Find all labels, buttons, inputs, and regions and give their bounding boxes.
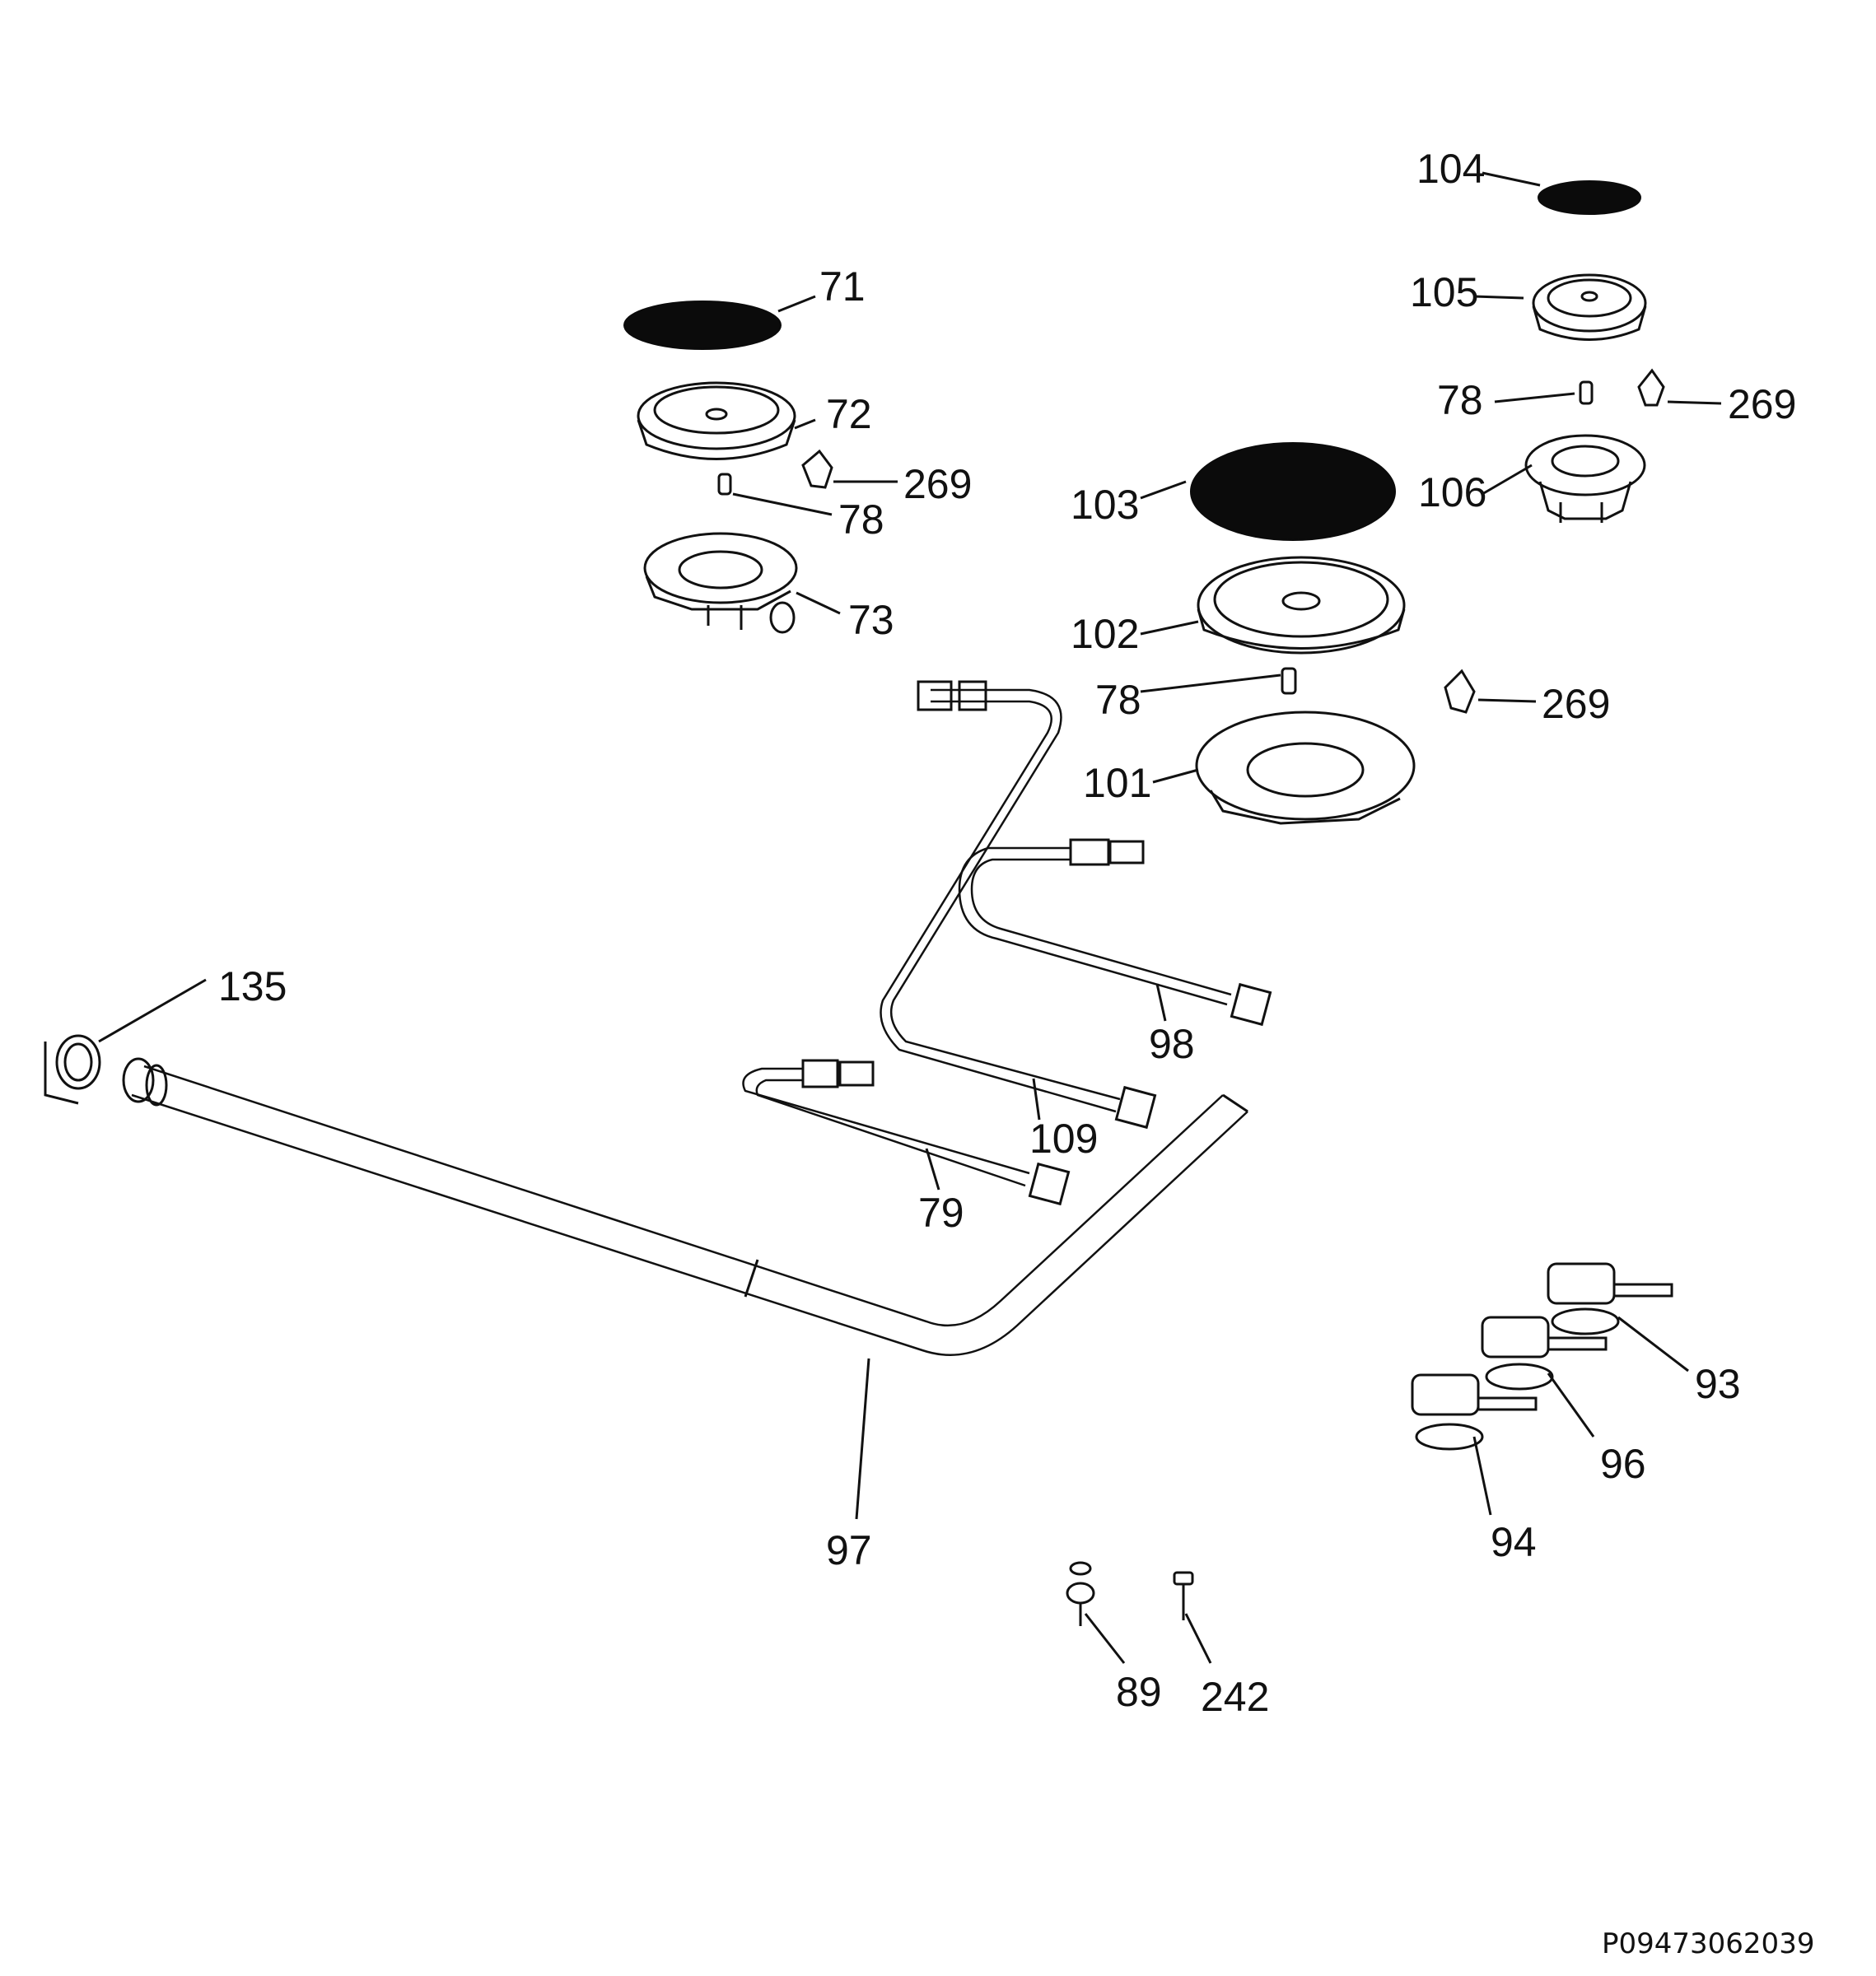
label-104: 104 — [1416, 146, 1485, 192]
label-78-left: 78 — [838, 496, 884, 543]
label-269-center: 269 — [1542, 681, 1610, 727]
label-269-left: 269 — [903, 461, 972, 507]
label-71: 71 — [819, 263, 866, 310]
label-73: 73 — [848, 597, 894, 643]
label-105: 105 — [1410, 269, 1478, 315]
elbow-connector-135 — [44, 1034, 101, 1105]
label-98: 98 — [1149, 1021, 1195, 1067]
burner-base-73 — [643, 532, 798, 634]
label-135: 135 — [218, 963, 287, 1009]
clip-269-right-top — [1637, 368, 1665, 407]
gas-pipe-79 — [742, 1059, 1071, 1206]
label-96: 96 — [1600, 1441, 1646, 1487]
label-109: 109 — [1029, 1116, 1098, 1162]
label-78-right: 78 — [1437, 377, 1483, 423]
gas-manifold-97 — [122, 1057, 1248, 1356]
label-89: 89 — [1116, 1669, 1162, 1715]
label-79: 79 — [918, 1190, 964, 1236]
part-labels: 104 105 78 269 106 71 72 269 78 73 103 1… — [218, 146, 1796, 1720]
gas-pipe-98 — [958, 838, 1272, 1027]
gas-valve-93 — [1547, 1262, 1673, 1335]
injector-78-left — [717, 473, 732, 496]
burner-crown-102 — [1197, 556, 1406, 655]
gas-valve-96 — [1481, 1316, 1608, 1391]
burner-base-101 — [1195, 711, 1416, 825]
burner-cap-103 — [1190, 442, 1396, 541]
gas-pipe-109 — [880, 680, 1157, 1130]
screw-89 — [1066, 1561, 1095, 1626]
clip-269-left — [801, 449, 833, 489]
label-103: 103 — [1071, 482, 1139, 528]
clip-269-center — [1444, 669, 1476, 714]
label-78-center: 78 — [1095, 677, 1141, 723]
label-101: 101 — [1083, 760, 1151, 806]
label-93: 93 — [1695, 1361, 1741, 1407]
burner-cap-71 — [623, 301, 782, 350]
label-269-right-top: 269 — [1728, 381, 1796, 427]
burner-base-106 — [1524, 434, 1646, 523]
label-72: 72 — [826, 391, 872, 437]
label-242: 242 — [1201, 1674, 1269, 1720]
injector-78-center — [1281, 667, 1297, 695]
leader-lines — [98, 171, 1722, 1664]
drawing-code: P09473062039 — [1602, 1927, 1814, 1960]
burner-crown-72 — [637, 381, 796, 460]
label-94: 94 — [1491, 1519, 1537, 1565]
label-102: 102 — [1071, 611, 1139, 657]
label-106: 106 — [1418, 469, 1486, 515]
burner-crown-105 — [1532, 273, 1647, 341]
injector-78-right — [1579, 380, 1594, 405]
screw-242 — [1173, 1571, 1194, 1620]
burner-cap-104 — [1538, 180, 1641, 215]
label-97: 97 — [826, 1527, 872, 1573]
gas-valve-94 — [1411, 1373, 1538, 1451]
